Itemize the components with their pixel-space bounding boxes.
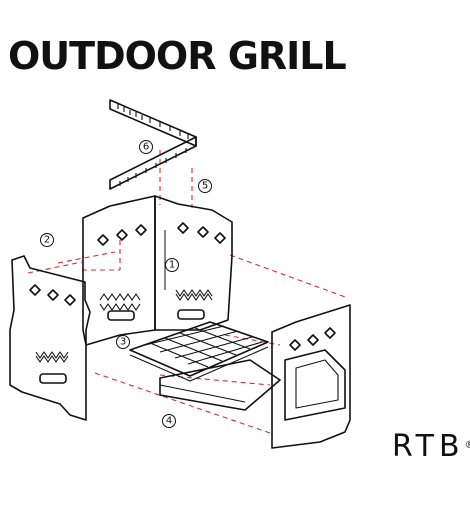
svg-text:3: 3 bbox=[120, 337, 126, 348]
page-title: OUTDOOR GRILL bbox=[8, 34, 347, 78]
brand-logo: RTB® bbox=[392, 430, 470, 464]
registered-mark: ® bbox=[465, 438, 470, 451]
callout-3: 3 bbox=[116, 335, 130, 349]
right-side-panel bbox=[271, 304, 351, 449]
callout-markers: 1 2 3 4 5 6 bbox=[40, 140, 212, 428]
callout-4: 4 bbox=[162, 414, 176, 428]
back-side-panel bbox=[82, 195, 233, 346]
callout-6: 6 bbox=[139, 140, 153, 154]
svg-text:4: 4 bbox=[166, 416, 172, 427]
svg-text:6: 6 bbox=[143, 142, 149, 153]
svg-text:1: 1 bbox=[169, 260, 175, 271]
callout-2: 2 bbox=[40, 233, 54, 247]
callout-5: 5 bbox=[198, 179, 212, 193]
bottom-tray bbox=[159, 359, 281, 411]
brand-name: RTB bbox=[392, 429, 465, 464]
svg-text:5: 5 bbox=[202, 181, 208, 192]
assembly-guide-lines bbox=[27, 150, 349, 434]
left-side-panel bbox=[9, 255, 91, 421]
svg-text:2: 2 bbox=[44, 235, 50, 246]
callout-1: 1 bbox=[165, 258, 179, 272]
top-connector-bars bbox=[109, 99, 197, 190]
grill-grate bbox=[129, 321, 269, 382]
